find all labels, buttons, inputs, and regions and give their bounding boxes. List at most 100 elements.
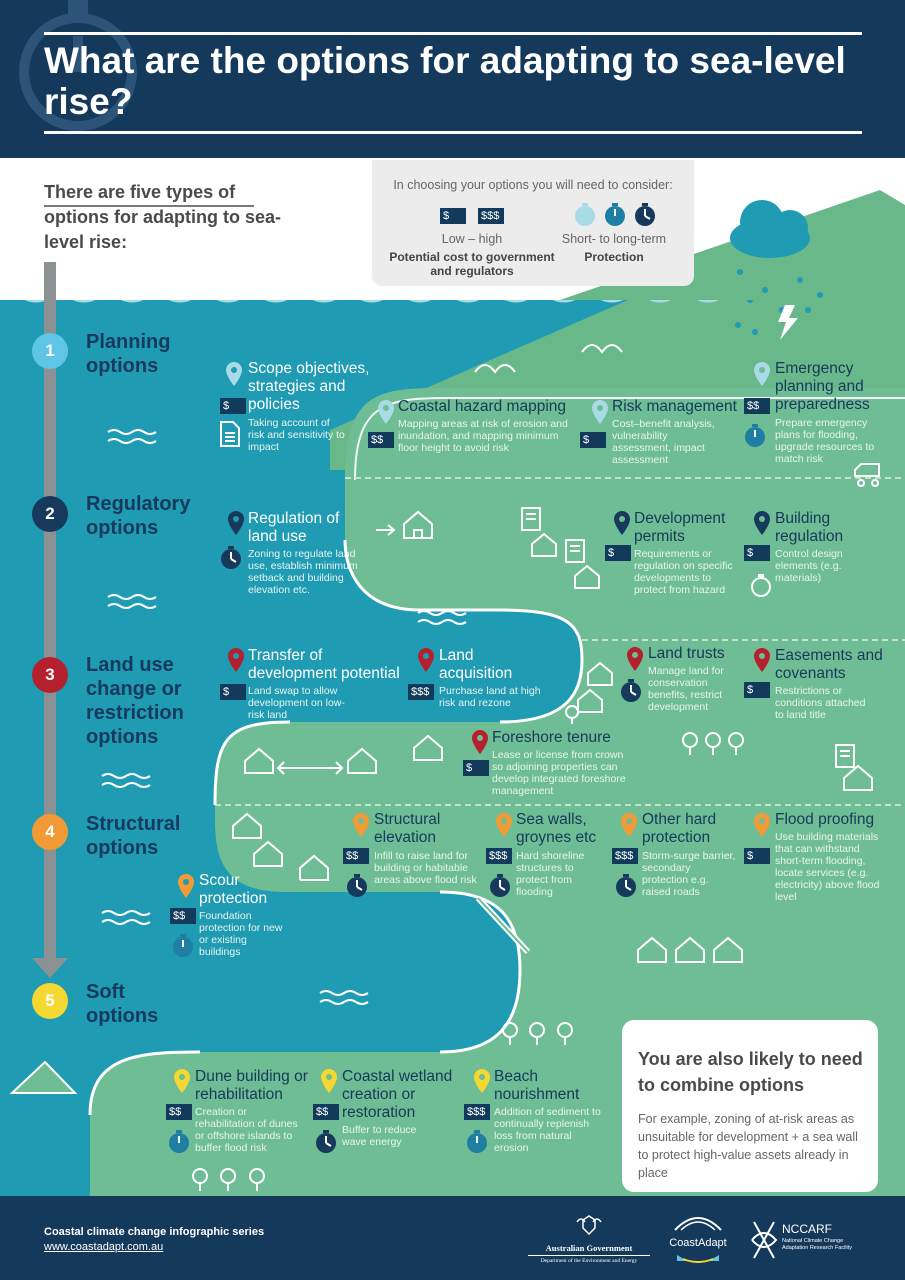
sea-walls-desc: Hard shoreline structures to protect fro… <box>516 850 585 898</box>
flood-proof-pin-icon <box>754 813 770 837</box>
cost-label: Potential cost to government and regulat… <box>389 250 555 278</box>
land-acq-pin-icon <box>418 648 434 672</box>
transfer-title: Transfer of development potential <box>248 647 400 682</box>
stopwatch-long-icon <box>635 203 655 226</box>
gov-dept: Department of the Environment and Energy <box>540 1258 638 1264</box>
easements-cost: $ <box>744 682 770 698</box>
scour-pin-icon <box>178 874 194 898</box>
emergency-desc: Prepare emergency plans for flooding, up… <box>775 417 875 465</box>
dune-stopwatch-icon <box>169 1130 189 1153</box>
dev-permits-desc: Requirements or regulation on specific d… <box>634 548 733 596</box>
coastadapt-swoosh-icon <box>677 1255 719 1263</box>
foreshore-desc: Lease or license from crown so adjoining… <box>492 749 626 797</box>
option-5-number: 5 <box>32 983 68 1019</box>
land-use-reg-title: Regulation of land use <box>248 510 340 545</box>
building-reg-title: Building regulation <box>775 510 844 545</box>
foreshore-cost: $ <box>463 760 489 776</box>
transfer-cost: $ <box>220 684 246 700</box>
sea-walls-title: Sea walls, groynes etc <box>516 811 597 846</box>
beach-desc: Addition of sediment to continually repl… <box>494 1106 601 1154</box>
header-banner: What are the options for adapting to sea… <box>0 0 905 158</box>
building-reg-stopwatch-icon <box>751 574 771 597</box>
sea-walls-cost: $$$ <box>486 848 512 864</box>
option-3-title: Land use change or restriction options <box>86 654 184 748</box>
beach-cost: $$$ <box>464 1104 490 1120</box>
title-top-rule <box>44 32 862 35</box>
beach-title: Beach nourishment <box>494 1068 580 1103</box>
sea-walls-pin-icon <box>496 813 512 837</box>
page-title: What are the options for adapting to sea… <box>44 40 846 122</box>
other-hard-cost: $$$ <box>612 848 638 864</box>
struct-elev-pin-icon <box>353 813 369 837</box>
document-icon <box>220 421 240 447</box>
coastadapt-wave-icon <box>674 1217 722 1231</box>
option-1-title: Planning options <box>86 331 171 377</box>
flood-proof-desc: Use building materials that can withstan… <box>775 831 880 903</box>
footer-series: Coastal climate change infographic serie… <box>44 1226 265 1238</box>
cost-range-label: Low – high <box>441 232 503 246</box>
footer-website-link[interactable]: www.coastadapt.com.au <box>44 1241 164 1253</box>
coastadapt-logo: CoastAdapt <box>664 1212 732 1268</box>
scope-desc: Taking account of risk and sensitivity t… <box>248 417 345 453</box>
risk-mgmt-cost: $ <box>580 432 606 448</box>
risk-mgmt-desc: Cost–benefit analysis, vulnerability ass… <box>612 418 715 466</box>
footer: Coastal climate change infographic serie… <box>0 1196 905 1280</box>
land-trusts-pin-icon <box>627 647 643 671</box>
coastal-hazard-pin-icon <box>378 400 394 424</box>
intro-underline <box>44 205 254 207</box>
scope-cost: $ <box>220 398 246 414</box>
option-1-number: 1 <box>32 333 68 369</box>
option-4-title: Structural options <box>86 813 181 859</box>
building-reg-desc: Control design elements (e.g. materials) <box>775 548 843 584</box>
consider-heading: In choosing your options you will need t… <box>393 178 673 192</box>
easements-desc: Restrictions or conditions attached to l… <box>775 685 866 721</box>
title-bottom-rule <box>44 131 862 134</box>
coastadapt-name: CoastAdapt <box>669 1237 727 1249</box>
other-hard-stopwatch-icon <box>616 874 636 897</box>
consider-box: In choosing your options you will need t… <box>372 160 694 286</box>
building-reg-cost: $ <box>744 545 770 561</box>
other-hard-title: Other hard protection <box>642 811 717 846</box>
scour-cost: $$ <box>170 908 196 924</box>
land-trusts-desc: Manage land for conservation benefits, r… <box>648 665 724 713</box>
coastal-hazard-cost: $$ <box>368 432 394 448</box>
land-use-reg-desc: Zoning to regulate land use, establish m… <box>248 548 358 596</box>
struct-elev-cost: $$ <box>343 848 369 864</box>
easements-title: Easements and covenants <box>775 647 883 682</box>
intro-text: There are five types of options for adap… <box>44 182 281 252</box>
beach-pin-icon <box>474 1069 490 1093</box>
combine-text: For example, zoning of at-risk areas as … <box>638 1112 858 1180</box>
option-5-title: Soft options <box>86 981 159 1027</box>
cost-low-badge: $ <box>440 208 466 224</box>
option-4-number: 4 <box>32 814 68 850</box>
sea-walls-stopwatch-icon <box>490 874 510 897</box>
emergency-stopwatch-icon <box>745 424 765 447</box>
scour-title: Scour protection <box>199 872 268 907</box>
transfer-desc: Land swap to allow development on low-ri… <box>248 685 345 721</box>
wetland-desc: Buffer to reduce wave energy <box>342 1124 417 1148</box>
dune-title: Dune building or rehabilitation <box>195 1068 308 1103</box>
coat-of-arms-icon <box>576 1215 602 1236</box>
land-acq-title: Land acquisition <box>439 647 513 682</box>
beach-stopwatch-icon <box>467 1130 487 1153</box>
other-hard-desc: Storm-surge barrier, secondary protectio… <box>642 850 736 898</box>
scope-pin-icon <box>226 362 242 386</box>
struct-elev-title: Structural elevation <box>374 811 441 846</box>
gov-name: Australian Government <box>528 1243 650 1256</box>
transfer-pin-icon <box>228 648 244 672</box>
dev-permits-pin-icon <box>614 511 630 535</box>
foreshore-pin-icon <box>472 730 488 754</box>
land-trusts-title: Land trusts <box>648 645 725 662</box>
wetland-pin-icon <box>321 1069 337 1093</box>
easements-pin-icon <box>754 648 770 672</box>
stopwatch-short-icon <box>575 203 595 226</box>
land-use-reg-pin-icon <box>228 511 244 535</box>
gov-logo: Australian Government Department of the … <box>528 1214 650 1266</box>
land-acq-cost: $$$ <box>408 684 434 700</box>
dune-pin-icon <box>174 1069 190 1093</box>
stopwatch-medium-icon <box>605 203 625 226</box>
coastal-hazard-title: Coastal hazard mapping <box>398 398 567 415</box>
risk-mgmt-title: Risk management <box>612 398 737 415</box>
dune-cost: $$ <box>166 1104 192 1120</box>
